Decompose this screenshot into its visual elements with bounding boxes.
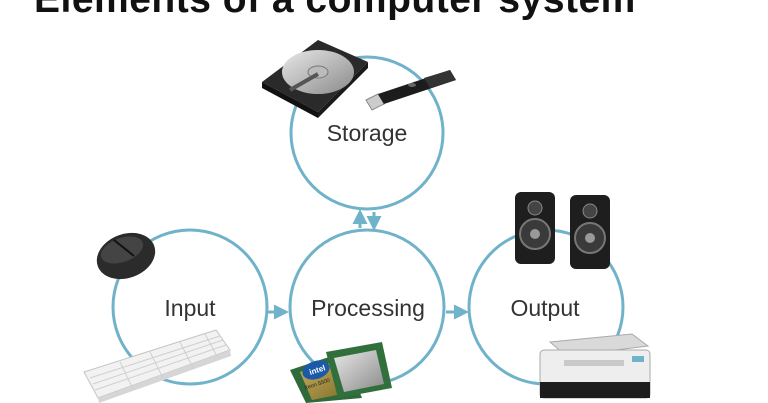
diagram-title: Elements of a computer system [34, 0, 636, 22]
keyboard-icon [83, 329, 231, 403]
input-label: Input [164, 295, 216, 321]
output-label: Output [510, 295, 580, 321]
usb-flash-drive-icon [365, 70, 456, 111]
mouse-icon [96, 232, 156, 280]
processing-label: Processing [311, 295, 425, 321]
cpu-chip-icon: intel Xeon 5500 [290, 342, 392, 403]
speakers-icon [515, 192, 610, 269]
storage-label: Storage [327, 120, 408, 146]
hard-drive-icon [262, 40, 368, 118]
input-ring [111, 228, 269, 386]
printer-icon [539, 333, 651, 399]
